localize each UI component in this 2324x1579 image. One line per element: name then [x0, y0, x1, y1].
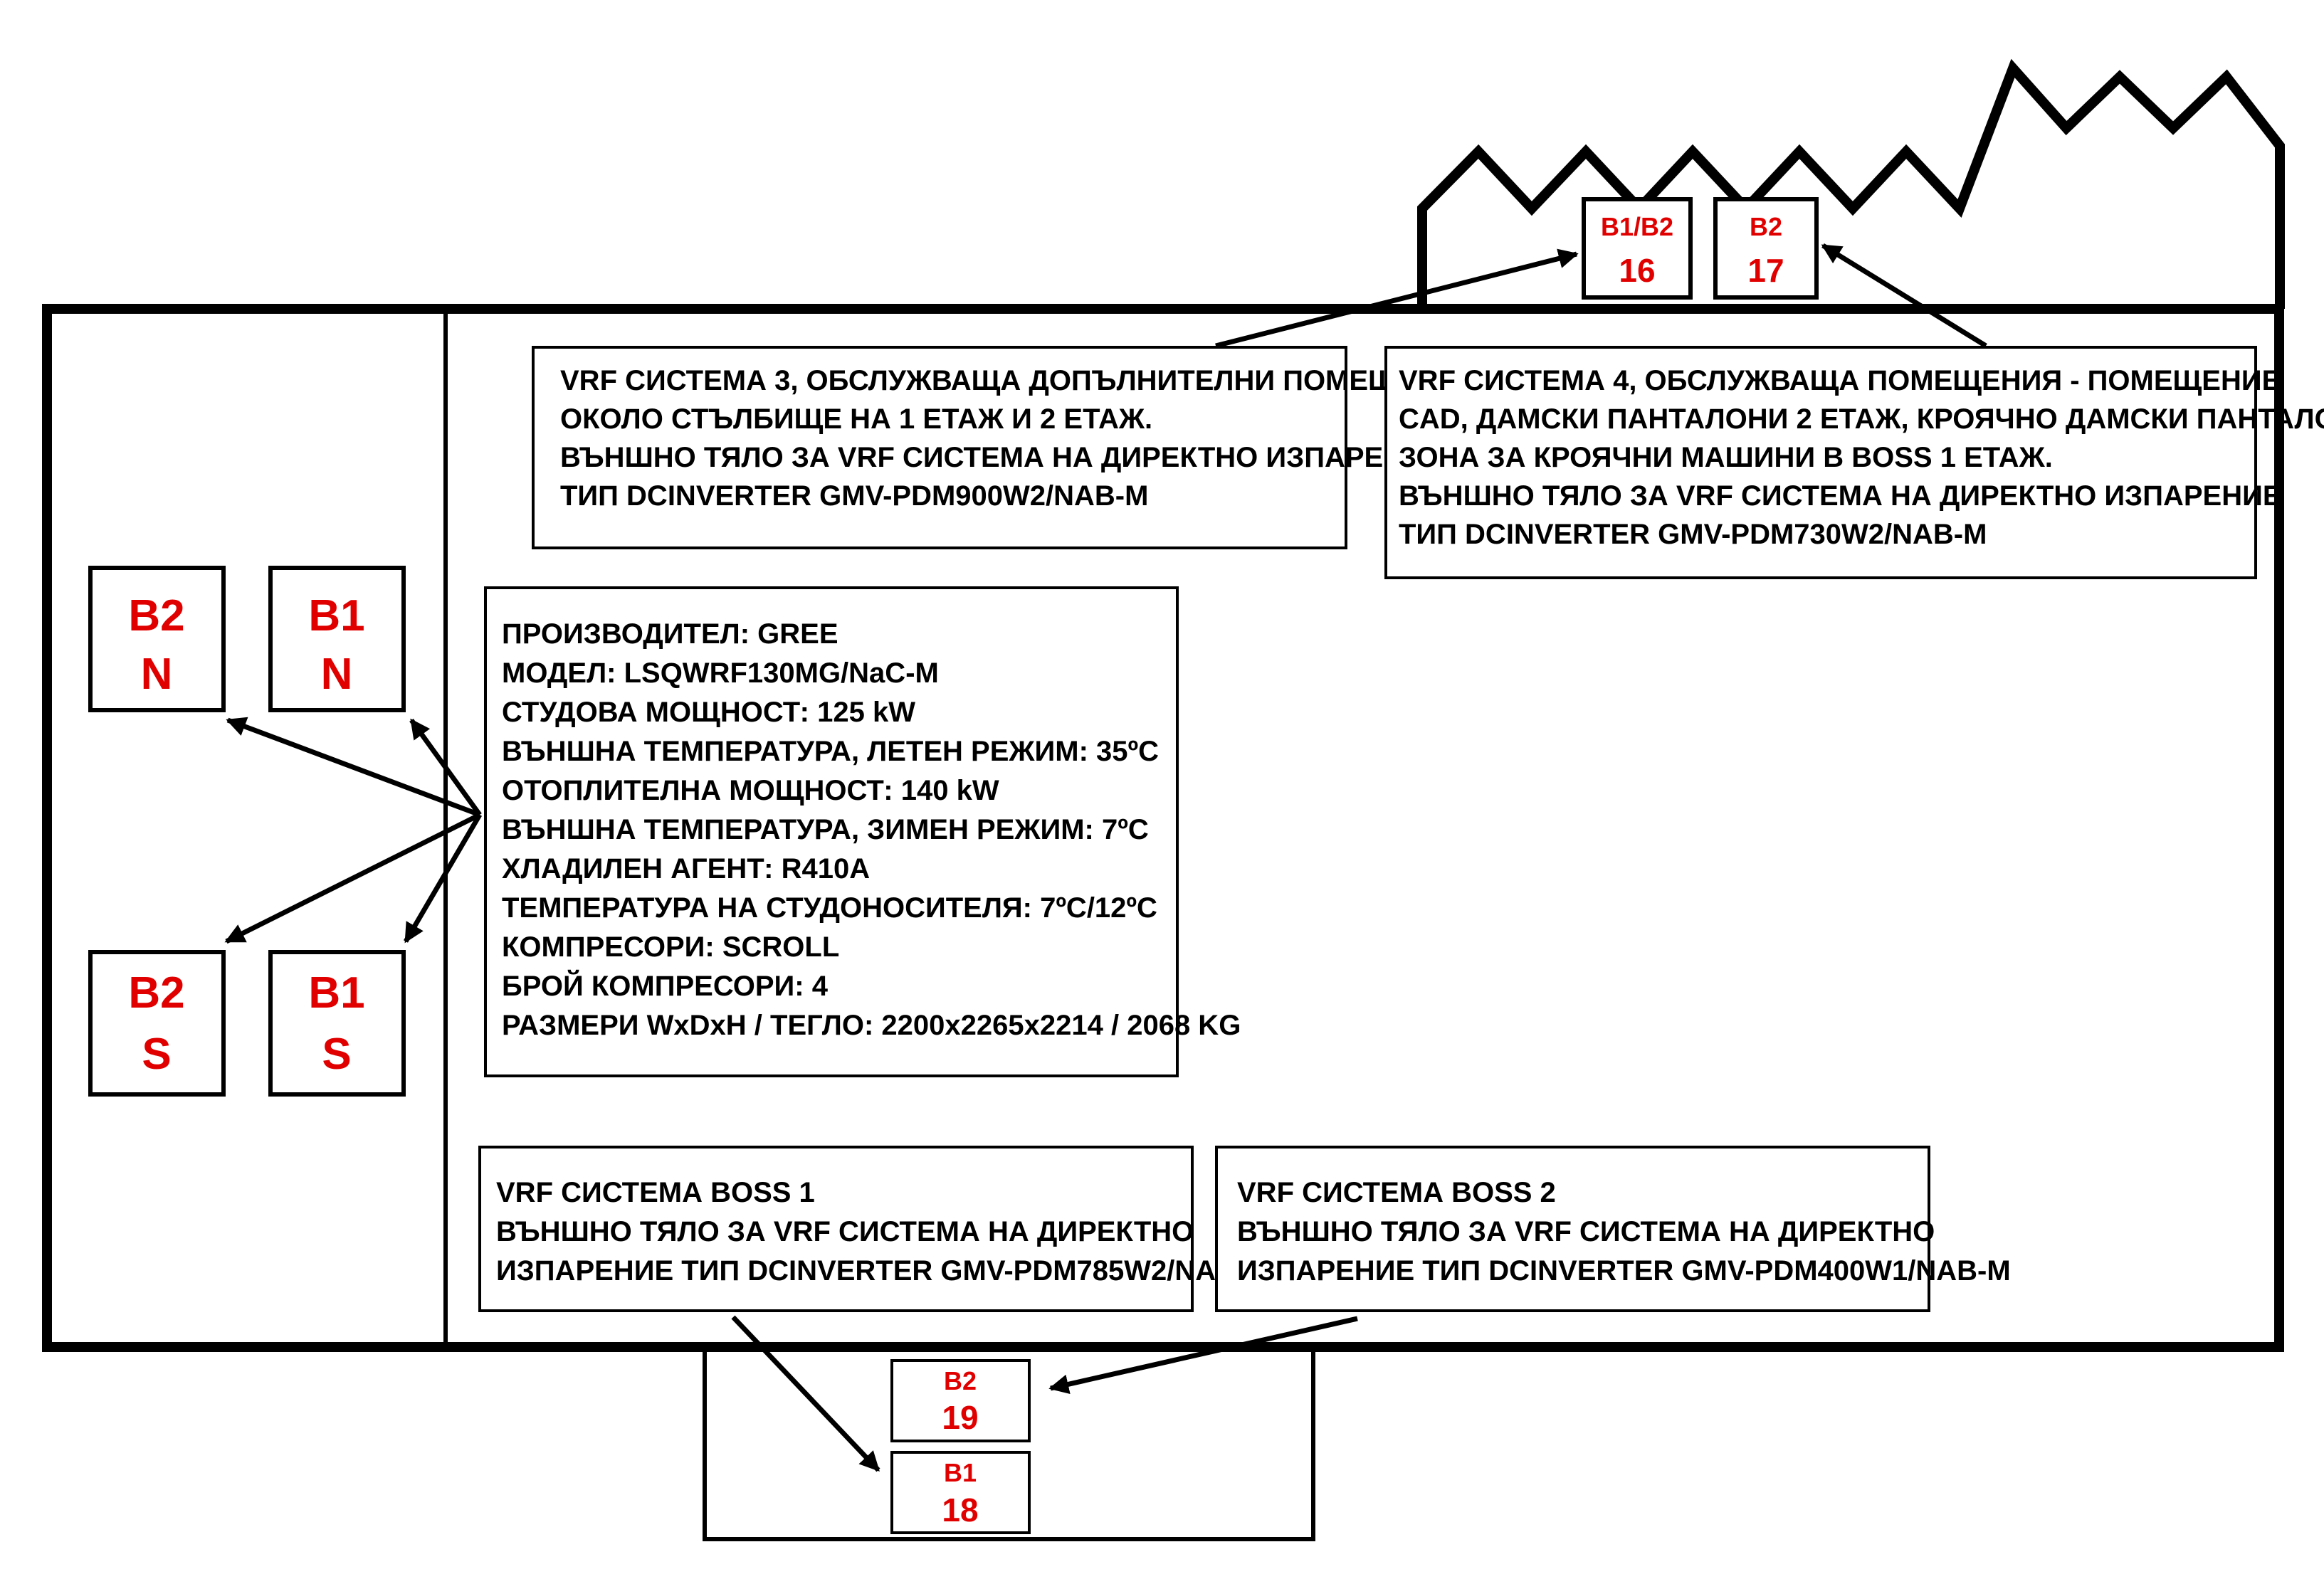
system3-text-line: ВЪНШНО ТЯЛО ЗА VRF СИСТЕМА НА ДИРЕКТНО И…	[560, 442, 1444, 473]
arrow-system4-to-unit17	[1821, 243, 1987, 348]
system3-box	[532, 346, 1347, 549]
specs-text-line: ПРОИЗВОДИТЕЛ: GREE	[502, 618, 838, 650]
boss1-text-line: ВЪНШНО ТЯЛО ЗА VRF СИСТЕМА НА ДИРЕКТНО	[496, 1216, 1194, 1247]
unit-b1-s-sub: S	[322, 1030, 351, 1079]
unit-16-number: 16	[1619, 252, 1655, 289]
unit-b1-n-sub: N	[321, 650, 353, 699]
unit-17-label: B2	[1750, 212, 1782, 241]
arrow-specs-to-b2s	[224, 812, 481, 944]
unit-b2-n: B2 N	[88, 566, 226, 712]
system4-text-line: ВЪНШНО ТЯЛО ЗА VRF СИСТЕМА НА ДИРЕКТНО И…	[1399, 480, 2282, 512]
unit-b1-n-label: B1	[308, 591, 364, 640]
specs-text: ПРОИЗВОДИТЕЛ: GREE МОДЕЛ: LSQWRF130MG/NaC…	[502, 618, 1241, 1041]
specs-text-line: ВЪНШНА ТЕМПЕРАТУРА, ЗИМЕН РЕЖИМ: 7ºC	[502, 814, 1149, 845]
specs-text-line: МОДЕЛ: LSQWRF130MG/NaC-M	[502, 658, 939, 689]
system4-box	[1384, 346, 2257, 579]
boss2-text-line: ИЗПАРЕНИЕ ТИП DCINVERTER GMV-PDM400W1/NA…	[1237, 1255, 2011, 1287]
unit-16: B1/B2 16	[1582, 197, 1693, 300]
boss1-text-line: ИЗПАРЕНИЕ ТИП DCINVERTER GMV-PDM785W2/NA…	[496, 1255, 1270, 1287]
specs-text-line: ТЕМПЕРАТУРА НА СТУДОНОСИТЕЛЯ: 7ºC/12ºC	[502, 892, 1157, 924]
specs-text-line: СТУДОВА МОЩНОСТ: 125 kW	[502, 697, 915, 728]
system4-text-line: ТИП DCINVERTER GMV-PDM730W2/NAB-M	[1399, 519, 1987, 550]
main-building-outline	[42, 304, 2284, 1352]
specs-text-line: ОТОПЛИТЕЛНА МОЩНОСТ: 140 kW	[502, 775, 999, 806]
boss2-text-line: ВЪНШНО ТЯЛО ЗА VRF СИСТЕМА НА ДИРЕКТНО	[1237, 1216, 1935, 1247]
boss1-text: VRF СИСТЕМА BOSS 1 ВЪНШНО ТЯЛО ЗА VRF СИС…	[496, 1177, 1270, 1287]
specs-text-line: ВЪНШНА ТЕМПЕРАТУРА, ЛЕТЕН РЕЖИМ: 35ºC	[502, 736, 1159, 767]
system3-text-line: ТИП DCINVERTER GMV-PDM900W2/NAB-M	[560, 480, 1148, 512]
unit-19-label: B2	[944, 1366, 977, 1395]
unit-19-number: 19	[942, 1399, 978, 1436]
unit-19: B2 19	[890, 1359, 1031, 1442]
unit-b2-n-sub: N	[141, 650, 173, 699]
unit-18-number: 18	[942, 1491, 978, 1528]
specs-text-line: КОМПРЕСОРИ: SCROLL	[502, 931, 839, 963]
boss1-text-line: VRF СИСТЕМА BOSS 1	[496, 1177, 815, 1208]
specs-text-line: БРОЙ КОМПРЕСОРИ: 4	[502, 969, 829, 1002]
specs-text-line: ХЛАДИЛЕН АГЕНТ: R410A	[502, 853, 870, 884]
unit-17-number: 17	[1747, 252, 1784, 289]
system3-text: VRF СИСТЕМА 3, ОБСЛУЖВАЩА ДОПЪЛНИТЕЛНИ П…	[560, 365, 1457, 512]
system3-text-line: ОКОЛО СТЪЛБИЩЕ НА 1 ЕТАЖ И 2 ЕТАЖ.	[560, 403, 1152, 435]
system4-text-line: VRF СИСТЕМА 4, ОБСЛУЖВАЩА ПОМЕЩЕНИЯ - ПО…	[1399, 365, 2281, 396]
boss2-box	[1215, 1146, 1930, 1312]
unit-16-label: B1/B2	[1601, 212, 1673, 241]
system3-text-line: VRF СИСТЕМА 3, ОБСЛУЖВАЩА ДОПЪЛНИТЕЛНИ П…	[560, 365, 1457, 396]
arrow-specs-to-b2n	[226, 717, 481, 818]
unit-b1-s: B1 S	[268, 950, 406, 1097]
unit-b1-n: B1 N	[268, 566, 406, 712]
arrow-boss2-to-unit19	[1048, 1316, 1358, 1395]
system4-text-line: ЗОНА ЗА КРОЯЧНИ МАШИНИ В BOSS 1 ЕТАЖ.	[1399, 442, 2053, 473]
boss2-text: VRF СИСТЕМА BOSS 2 ВЪНШНО ТЯЛО ЗА VRF СИС…	[1237, 1177, 2011, 1287]
unit-b2-s-sub: S	[142, 1030, 171, 1079]
arrow-boss1-to-unit18	[731, 1315, 880, 1472]
unit-17: B2 17	[1713, 197, 1819, 300]
unit-18: B1 18	[890, 1451, 1031, 1534]
specs-text-line: РАЗМЕРИ WxDxH / ТЕГЛО: 2200x2265x2214 / …	[502, 1010, 1241, 1041]
bottom-annex-outline	[703, 1347, 1315, 1541]
unit-b2-s: B2 S	[88, 950, 226, 1097]
unit-b2-s-label: B2	[128, 968, 184, 1018]
arrow-specs-to-b1n	[409, 718, 482, 817]
boss2-text-line: VRF СИСТЕМА BOSS 2	[1237, 1177, 1556, 1208]
arrow-specs-to-b1s	[403, 813, 483, 944]
sawtooth-roof-outline	[1417, 58, 2285, 309]
system4-text-line: CAD, ДАМСКИ ПАНТАЛОНИ 2 ЕТАЖ, КРОЯЧНО ДА…	[1399, 403, 2324, 435]
boss1-box	[478, 1146, 1194, 1312]
arrow-system3-to-unit16	[1215, 248, 1579, 349]
specs-box	[484, 586, 1179, 1077]
unit-b2-n-label: B2	[128, 591, 184, 640]
unit-18-label: B1	[944, 1458, 977, 1487]
system4-text: VRF СИСТЕМА 4, ОБСЛУЖВАЩА ПОМЕЩЕНИЯ - ПО…	[1399, 365, 2324, 550]
unit-b1-s-label: B1	[308, 968, 364, 1018]
